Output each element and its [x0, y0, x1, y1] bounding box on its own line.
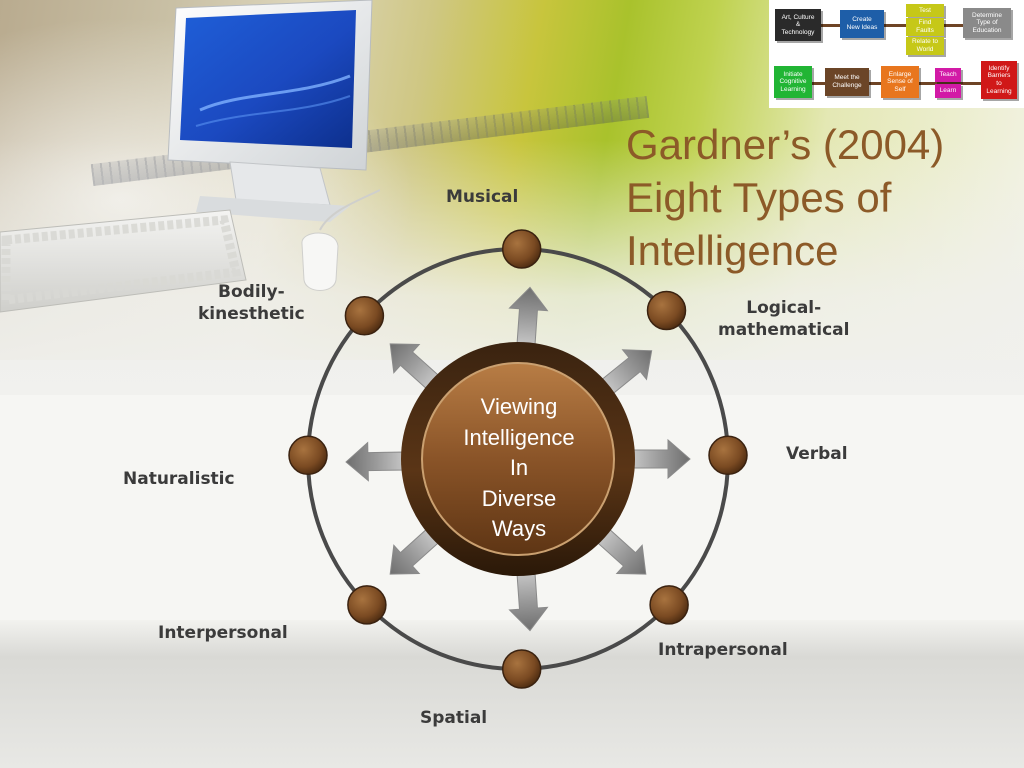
arrow-interpersonal [389, 526, 442, 575]
node-verbal [708, 435, 748, 476]
flow-box-teach: Teach [935, 68, 961, 82]
slide-title: Gardner’s (2004) Eight Types of Intellig… [626, 118, 1006, 277]
keyboard-icon [0, 209, 247, 313]
label-logical-mathematical: Logical-mathematical [718, 298, 850, 340]
label-verbal: Verbal [786, 444, 848, 464]
mouse-icon [301, 189, 380, 291]
label-bodily-kinesthetic: Bodily-kinesthetic [198, 282, 305, 324]
arrow-logical-mathematical [598, 349, 653, 397]
arrow-spatial [508, 569, 549, 632]
title-line-1: Gardner’s (2004) [626, 121, 945, 168]
label-interpersonal: Interpersonal [158, 623, 288, 643]
flow-box-art: Art, Culture&Technology [775, 9, 821, 41]
arrow-intrapersonal [594, 526, 647, 575]
label-naturalistic: Naturalistic [123, 469, 235, 489]
center-label: Viewing Intelligence In Diverse Ways [463, 394, 575, 541]
flow-box-learn: Learn [935, 84, 961, 98]
arrow-naturalistic [345, 441, 407, 482]
node-logical-mathematical [646, 290, 687, 331]
node-intrapersonal [649, 585, 689, 625]
title-line-2: Eight Types of [626, 174, 892, 221]
arrow-bodily-kinesthetic [389, 343, 442, 392]
node-group [288, 229, 748, 689]
arrow-group [345, 286, 691, 632]
node-bodily-kinesthetic [344, 296, 385, 336]
flow-box-test: Test [906, 4, 944, 17]
hub-inner [421, 362, 615, 556]
label-intrapersonal: Intrapersonal [658, 640, 788, 660]
node-naturalistic [288, 435, 328, 476]
title-line-3: Intelligence [626, 227, 839, 274]
computer-image [0, 0, 380, 313]
label-musical: Musical [446, 187, 519, 207]
monitor-icon [167, 0, 373, 222]
node-interpersonal [347, 585, 387, 625]
label-spatial: Spatial [420, 708, 488, 728]
arrow-verbal [629, 438, 691, 480]
arrow-musical [508, 286, 549, 349]
node-musical [501, 229, 542, 269]
node-spatial [501, 649, 542, 689]
